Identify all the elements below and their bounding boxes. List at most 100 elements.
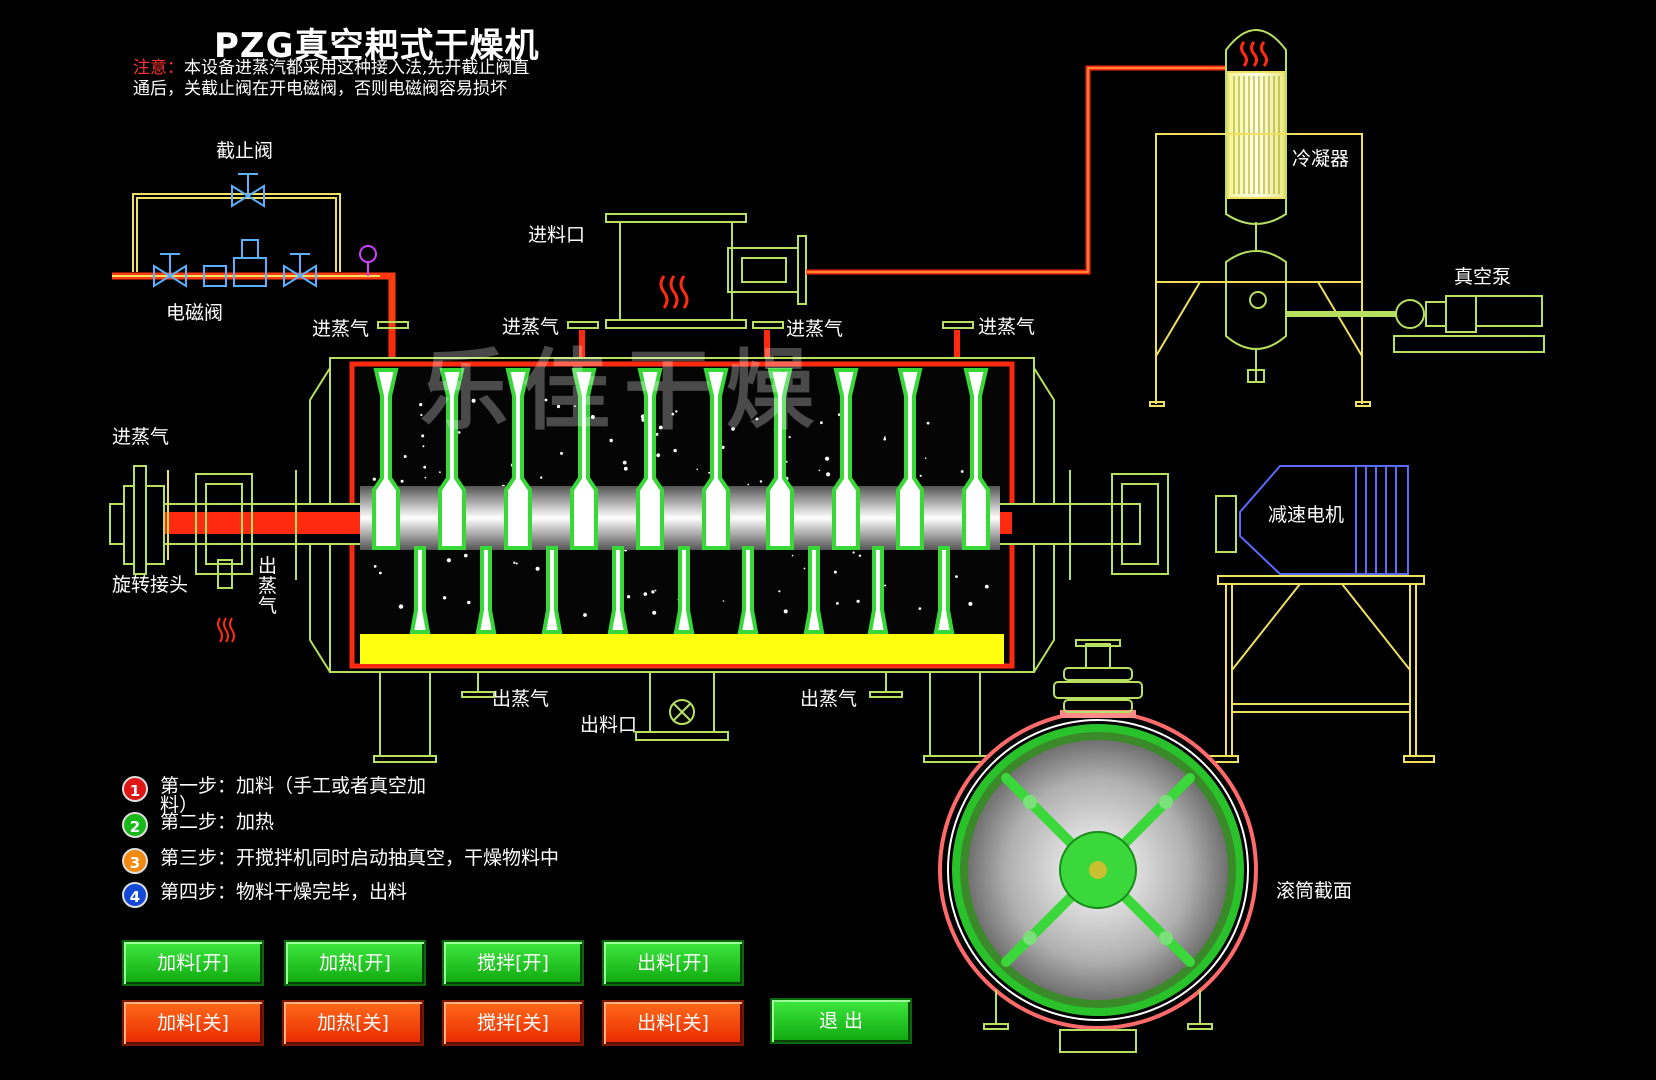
particle xyxy=(731,427,735,431)
stir-on-button[interactable]: 搅拌[开] xyxy=(442,940,584,986)
heat-off-button[interactable]: 加热[关] xyxy=(282,1000,424,1046)
particle xyxy=(926,421,930,425)
particle xyxy=(856,599,860,603)
particle xyxy=(785,460,788,463)
steam-inlet-piping xyxy=(112,193,396,362)
particle xyxy=(825,456,830,461)
paddle-top-6 xyxy=(702,368,730,550)
particle xyxy=(955,575,958,578)
label-steam-out-2: 出蒸气 xyxy=(800,688,858,710)
label-stop-valve: 截止阀 xyxy=(216,140,274,162)
particle xyxy=(446,558,451,563)
particle xyxy=(654,589,657,592)
pressure-gauge-icon xyxy=(359,245,377,276)
rotary-joint xyxy=(123,465,297,589)
feed-port xyxy=(605,213,807,329)
solenoid-valve-group xyxy=(153,239,317,288)
step-3-number-icon: 3 xyxy=(122,848,148,874)
notice-text: 注意：本设备进蒸汽都采用这种接入法,先开截止阀直 通后，关截止阀在开电磁阀，否则… xyxy=(133,58,603,100)
paddle-bottom-2 xyxy=(475,546,497,634)
label-discharge-port: 出料口 xyxy=(580,714,638,736)
paddle-group xyxy=(372,368,990,634)
heat-on-button[interactable]: 加热[开] xyxy=(284,940,426,986)
particle xyxy=(556,404,561,409)
particle xyxy=(918,607,922,610)
drum-cross-section xyxy=(938,710,1258,1030)
label-steam-in-4: 进蒸气 xyxy=(978,316,1036,338)
paddle-bottom-8 xyxy=(867,546,889,634)
particle xyxy=(826,472,831,477)
particle xyxy=(622,460,627,465)
particle xyxy=(400,479,404,483)
particle xyxy=(778,590,781,593)
step-4-text: 第四步：物料干燥完毕，出料 xyxy=(160,881,408,903)
particle xyxy=(439,471,441,474)
cross-section-feed-port xyxy=(1053,639,1143,713)
discharge-on-button[interactable]: 出料[开] xyxy=(602,940,744,986)
paddle-bottom-5 xyxy=(673,546,695,634)
label-reducer-motor: 减速电机 xyxy=(1268,504,1345,526)
particle xyxy=(696,468,698,471)
particle xyxy=(464,553,468,558)
particle xyxy=(755,417,759,421)
paddle-top-5 xyxy=(636,368,664,550)
particle xyxy=(419,403,423,407)
stir-off-button[interactable]: 搅拌[关] xyxy=(442,1000,584,1046)
paddle-top-4 xyxy=(570,368,598,550)
particle xyxy=(884,584,887,587)
paddle-top-2 xyxy=(438,368,466,550)
paddle-top-7 xyxy=(766,368,794,550)
particle xyxy=(788,436,791,439)
particle xyxy=(651,590,655,594)
discharge-valve xyxy=(635,671,729,741)
particle xyxy=(783,609,788,614)
feed-off-button[interactable]: 加料[关] xyxy=(122,1000,264,1046)
drive-coupling xyxy=(1069,470,1237,580)
label-solenoid-valve: 电磁阀 xyxy=(166,302,224,324)
particle xyxy=(422,445,425,448)
particle xyxy=(852,551,855,554)
particle xyxy=(722,600,725,602)
particle xyxy=(858,554,862,557)
particle xyxy=(560,451,563,455)
notice-line1: 本设备进蒸汽都采用这种接入法,先开截止阀直 xyxy=(184,58,530,78)
label-steam-in-1: 进蒸气 xyxy=(312,318,370,340)
step-4-number-icon: 4 xyxy=(122,882,148,908)
particle xyxy=(403,455,407,458)
label-drum-section: 滚筒截面 xyxy=(1276,880,1353,902)
paddle-bottom-3 xyxy=(541,546,563,634)
condenser-heat-icon xyxy=(1240,41,1268,67)
particle xyxy=(467,600,471,605)
particle xyxy=(398,604,404,609)
particle xyxy=(442,596,447,600)
exit-button[interactable]: 退 出 xyxy=(770,998,912,1044)
label-vacuum-pump: 真空泵 xyxy=(1454,266,1512,288)
particle xyxy=(833,570,837,574)
discharge-off-button[interactable]: 出料[关] xyxy=(602,1000,744,1046)
paddle-top-8 xyxy=(832,368,860,550)
label-feed-port: 进料口 xyxy=(528,224,586,246)
feed-on-button[interactable]: 加料[开] xyxy=(122,940,264,986)
particle xyxy=(513,561,516,564)
particle xyxy=(671,412,675,416)
particle xyxy=(984,584,989,589)
paddle-top-10 xyxy=(962,368,990,550)
particle xyxy=(421,434,425,438)
particle xyxy=(457,431,461,434)
steam-out-heat-icon xyxy=(217,617,235,643)
label-steam-in-2: 进蒸气 xyxy=(502,316,560,338)
particle xyxy=(544,398,548,402)
label-steam-in-left: 进蒸气 xyxy=(112,426,170,448)
label-steam-in-3: 进蒸气 xyxy=(786,318,844,340)
particle xyxy=(658,425,663,430)
step-2-text: 第二步：加热 xyxy=(160,811,275,833)
particle xyxy=(643,592,648,596)
particle xyxy=(960,470,964,473)
label-steam-out-vertical: 出蒸气 xyxy=(258,555,278,617)
particle xyxy=(372,477,376,481)
label-steam-out-1: 出蒸气 xyxy=(492,688,550,710)
particle xyxy=(379,571,382,575)
particle xyxy=(656,453,661,458)
step-3-text: 第三步：开搅拌机同时启动抽真空，干燥物料中 xyxy=(160,847,560,869)
